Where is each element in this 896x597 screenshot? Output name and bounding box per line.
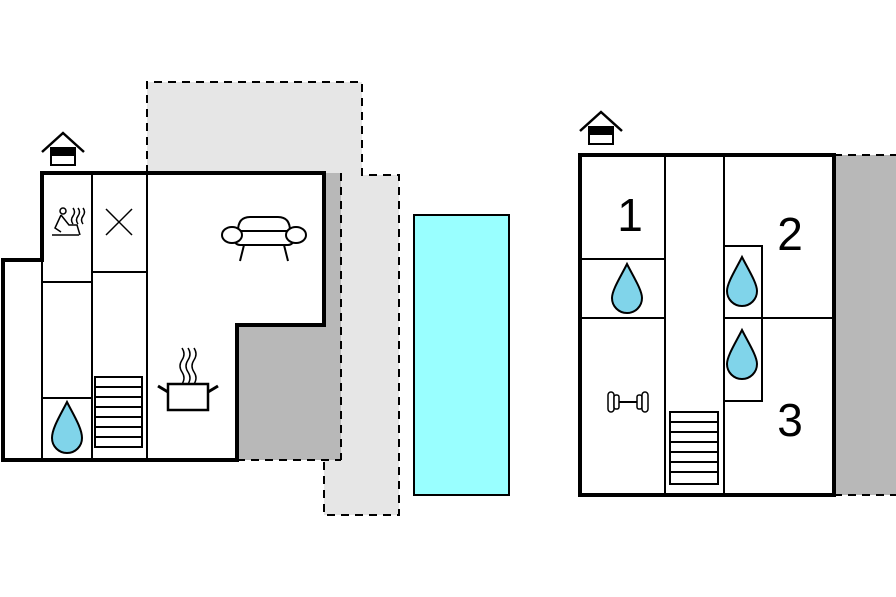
swimming-pool: [413, 214, 510, 496]
dumbbell-icon: [607, 391, 649, 413]
covered-terrace: [237, 173, 341, 460]
covered-terrace: [834, 155, 896, 495]
terrace-upper: [147, 82, 362, 175]
upper-floor-walls: [578, 153, 836, 497]
bathroom-drop-icon: [50, 399, 84, 454]
cooking-pot-icon: [157, 347, 219, 412]
room-number-1: 1: [617, 189, 643, 241]
upper-floor-plan: 1 2 3: [578, 110, 896, 497]
room-number-2: 2: [777, 208, 803, 260]
bathroom-drop-icon: [725, 254, 759, 307]
ground-floor-walls: [1, 171, 326, 462]
cross-icon: [105, 208, 133, 236]
bathroom-drop-icon: [725, 327, 759, 380]
house-entrance-icon: [579, 110, 623, 145]
stairs-icon: [94, 376, 143, 448]
room-number-3: 3: [777, 394, 803, 446]
bathroom-drop-icon: [610, 261, 644, 314]
ground-floor-plan: [1, 81, 510, 516]
sauna-icon: [52, 207, 86, 236]
stairs-icon: [669, 411, 719, 485]
bathroom-block: [723, 245, 763, 402]
sofa-icon: [221, 216, 307, 262]
house-entrance-icon: [41, 131, 85, 166]
terrace-outline: [146, 81, 400, 516]
